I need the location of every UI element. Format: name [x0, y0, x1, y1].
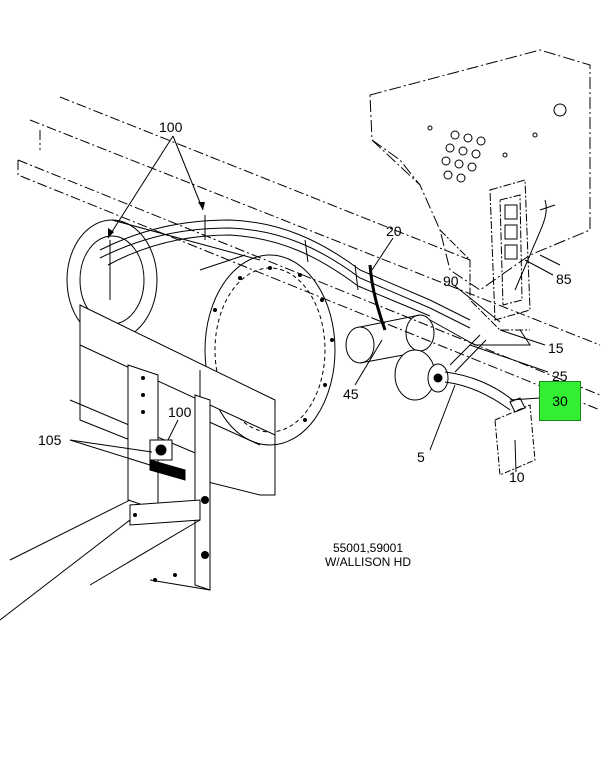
- caption-line-2: W/ALLISON HD: [324, 555, 411, 569]
- frame-rail: [17, 96, 601, 411]
- leader-lines: [69, 135, 554, 473]
- callout-30: 30: [552, 393, 568, 409]
- transmission-bolts: [213, 266, 334, 422]
- bracket-slots: [504, 204, 518, 260]
- callout-90[interactable]: 90: [443, 273, 459, 289]
- diagram-caption: 55001,59001 W/ALLISON HD: [298, 541, 438, 569]
- mount-bracket: [127, 364, 211, 591]
- caption-line-1: 55001,59001: [332, 541, 404, 555]
- callout-5[interactable]: 5: [417, 449, 425, 465]
- mount-bracket-bolts: [133, 376, 209, 582]
- callout-10[interactable]: 10: [509, 469, 525, 485]
- lower-frame-lines: [0, 499, 211, 621]
- callout-45[interactable]: 45: [343, 386, 359, 402]
- wiring-harness: [99, 215, 471, 329]
- callout-100-mid[interactable]: 100: [168, 404, 192, 420]
- callout-105[interactable]: 105: [38, 432, 62, 448]
- harness-85: [514, 199, 561, 291]
- callout-25[interactable]: 25: [552, 368, 568, 384]
- bracket-assembly: [439, 179, 531, 331]
- harness-connector-105: [149, 439, 186, 481]
- bracket-10: [494, 404, 536, 476]
- black-harness-wire: [368, 264, 387, 331]
- crossmember-plate: [369, 49, 591, 291]
- callout-30-highlight[interactable]: 30: [539, 381, 581, 421]
- callout-20[interactable]: 20: [386, 223, 402, 239]
- arrowheads: [108, 202, 205, 238]
- hose-10: [429, 319, 531, 413]
- callout-100-top[interactable]: 100: [159, 119, 183, 135]
- filter-canister: [345, 314, 449, 401]
- crossmember-holes: [427, 103, 567, 183]
- callout-85[interactable]: 85: [556, 271, 572, 287]
- callout-15[interactable]: 15: [548, 340, 564, 356]
